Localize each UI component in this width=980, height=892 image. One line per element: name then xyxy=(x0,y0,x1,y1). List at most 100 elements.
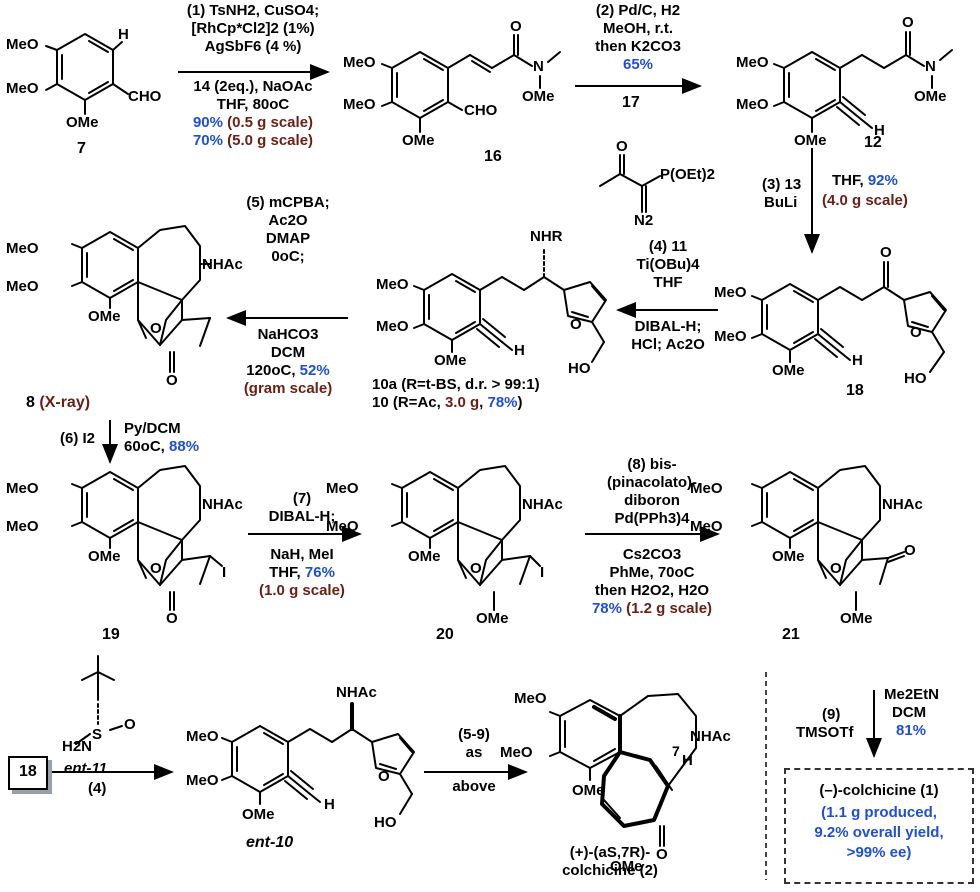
group-ome: OMe xyxy=(772,362,805,379)
step-9-line-1: (9) xyxy=(822,706,841,723)
step-4-line-4: DIBAL-H; xyxy=(634,318,702,335)
compound-10-label: 10 (R=Ac, 3.0 g, 78%) xyxy=(372,394,523,411)
step-4b-label: (4) xyxy=(88,780,107,797)
group-meo: MeO xyxy=(714,284,747,301)
step-9-yield: 81% xyxy=(896,722,927,739)
step-1-line-4: 14 (2eq.), NaOAc xyxy=(193,78,313,95)
ent-11-label: ent-11 xyxy=(64,760,108,777)
group-meo: MeO xyxy=(6,36,39,53)
step-8-line-6: PhMe, 70oC xyxy=(609,564,695,581)
group-ome: OMe xyxy=(66,114,99,131)
step-7-line-1: (7) xyxy=(292,490,312,507)
group-meo: MeO xyxy=(376,318,409,335)
step-5-line-4: 0oC; xyxy=(271,248,305,265)
compound-12-label: 12 xyxy=(864,134,882,151)
compound-16-label: 16 xyxy=(484,148,502,165)
group-ome: OMe xyxy=(476,610,509,627)
atom-o: O xyxy=(904,542,916,559)
group-meo: MeO xyxy=(186,772,219,789)
structure-21 xyxy=(751,465,905,611)
step-8-line-1: (8) bis- xyxy=(627,456,677,473)
structure-ent-10 xyxy=(221,702,415,815)
group-h2n: H2N xyxy=(62,738,93,755)
step-2-line-3: then K2CO3 xyxy=(595,38,681,55)
group-nhac: NHAc xyxy=(202,496,243,513)
step-9-right-2: DCM xyxy=(892,704,927,721)
structure-12 xyxy=(773,31,953,133)
atom-o: O xyxy=(910,324,922,341)
atom-i: I xyxy=(222,564,227,581)
atom-o: O xyxy=(470,560,482,577)
group-nhac: NHAc xyxy=(690,728,731,745)
step-3-line-2: BuLi xyxy=(764,194,798,211)
final-line-3: >99% ee) xyxy=(846,844,912,861)
group-ome: OMe xyxy=(610,858,643,875)
step-1-yield-2: 70% (5.0 g scale) xyxy=(192,132,314,149)
group-meo: MeO xyxy=(690,518,723,535)
step-5-line-1: (5) mCPBA; xyxy=(246,194,330,211)
atom-o: O xyxy=(880,244,892,261)
atom-o: O xyxy=(830,560,842,577)
group-nhac: NHAc xyxy=(202,256,243,273)
group-meo: MeO xyxy=(186,728,219,745)
group-ho: HO xyxy=(568,360,591,377)
step-1-line-2: [RhCp*Cl2]2 (1%) xyxy=(191,20,315,37)
group-cho: CHO xyxy=(128,88,162,105)
atom-o: O xyxy=(656,846,668,863)
atom-o: O xyxy=(510,18,522,35)
step-5-9-line-2: as xyxy=(465,744,483,761)
compound-7-label: 7 xyxy=(77,140,86,157)
step-9-line-2: TMSOTf xyxy=(796,724,854,741)
group-meo: MeO xyxy=(343,54,376,71)
step-8-line-7: then H2O2, H2O xyxy=(594,582,710,599)
step-8-line-2: (pinacolato)- xyxy=(607,474,697,491)
group-ome: OMe xyxy=(840,610,873,627)
group-ome: OMe xyxy=(402,132,435,149)
group-nhac: NHAc xyxy=(882,496,923,513)
colchicine-2-label-1: (+)-(aS,7R)- xyxy=(569,844,651,861)
step-4-line-3: THF xyxy=(653,274,683,291)
atom-s: S xyxy=(92,726,103,743)
atom-i: I xyxy=(540,564,545,581)
group-nhr: NHR xyxy=(530,228,563,245)
atom-h: H xyxy=(874,122,885,139)
group-ome: OMe xyxy=(408,548,441,565)
compound-18-label: 18 xyxy=(846,382,864,399)
step-8-line-3: diboron xyxy=(624,492,680,509)
step-5-9-line-3: above xyxy=(452,778,496,795)
step-7-line-2: DIBAL-H; xyxy=(268,508,336,525)
atom-o: O xyxy=(616,138,628,155)
step-5-scale: (gram scale) xyxy=(243,380,333,397)
group-ho: HO xyxy=(904,370,927,387)
step-8-line-4: Pd(PPh3)4 xyxy=(614,510,690,527)
step-7-line-3: NaH, MeI xyxy=(270,546,334,563)
ent-10-label: ent-10 xyxy=(246,834,294,851)
group-ome: OMe xyxy=(794,132,827,149)
atom-n: N xyxy=(533,58,544,75)
group-meo: MeO xyxy=(326,480,359,497)
structure-10 xyxy=(413,247,607,363)
structure-18 xyxy=(751,261,947,373)
group-meo: MeO xyxy=(500,744,533,761)
step-9-right-1: Me2EtN xyxy=(884,686,940,703)
step-3-solvent: THF, 92% xyxy=(832,172,898,189)
group-nhac: NHAc xyxy=(336,684,377,701)
atom-h: H xyxy=(324,796,335,813)
group-meo: MeO xyxy=(6,518,39,535)
group-meo: MeO xyxy=(343,96,376,113)
step-5-line-2: Ac2O xyxy=(268,212,308,229)
group-meo: MeO xyxy=(6,80,39,97)
atom-o: O xyxy=(902,14,914,31)
reaction-arrows xyxy=(38,64,882,780)
step-7-scale: (1.0 g scale) xyxy=(259,582,345,599)
group-meo: MeO xyxy=(736,54,769,71)
atom-o: O xyxy=(378,768,390,785)
compound-10a-label: 10a (R=t-BS, d.r. > 99:1) xyxy=(372,376,540,393)
group-ome: OMe xyxy=(242,806,275,823)
structure-8 xyxy=(71,225,211,373)
step-4-line-5: HCl; Ac2O xyxy=(631,336,705,353)
compound-17-label: 17 xyxy=(622,94,640,111)
group-ome: OMe xyxy=(914,88,947,105)
step-1-yield-1: 90% (0.5 g scale) xyxy=(192,114,314,131)
